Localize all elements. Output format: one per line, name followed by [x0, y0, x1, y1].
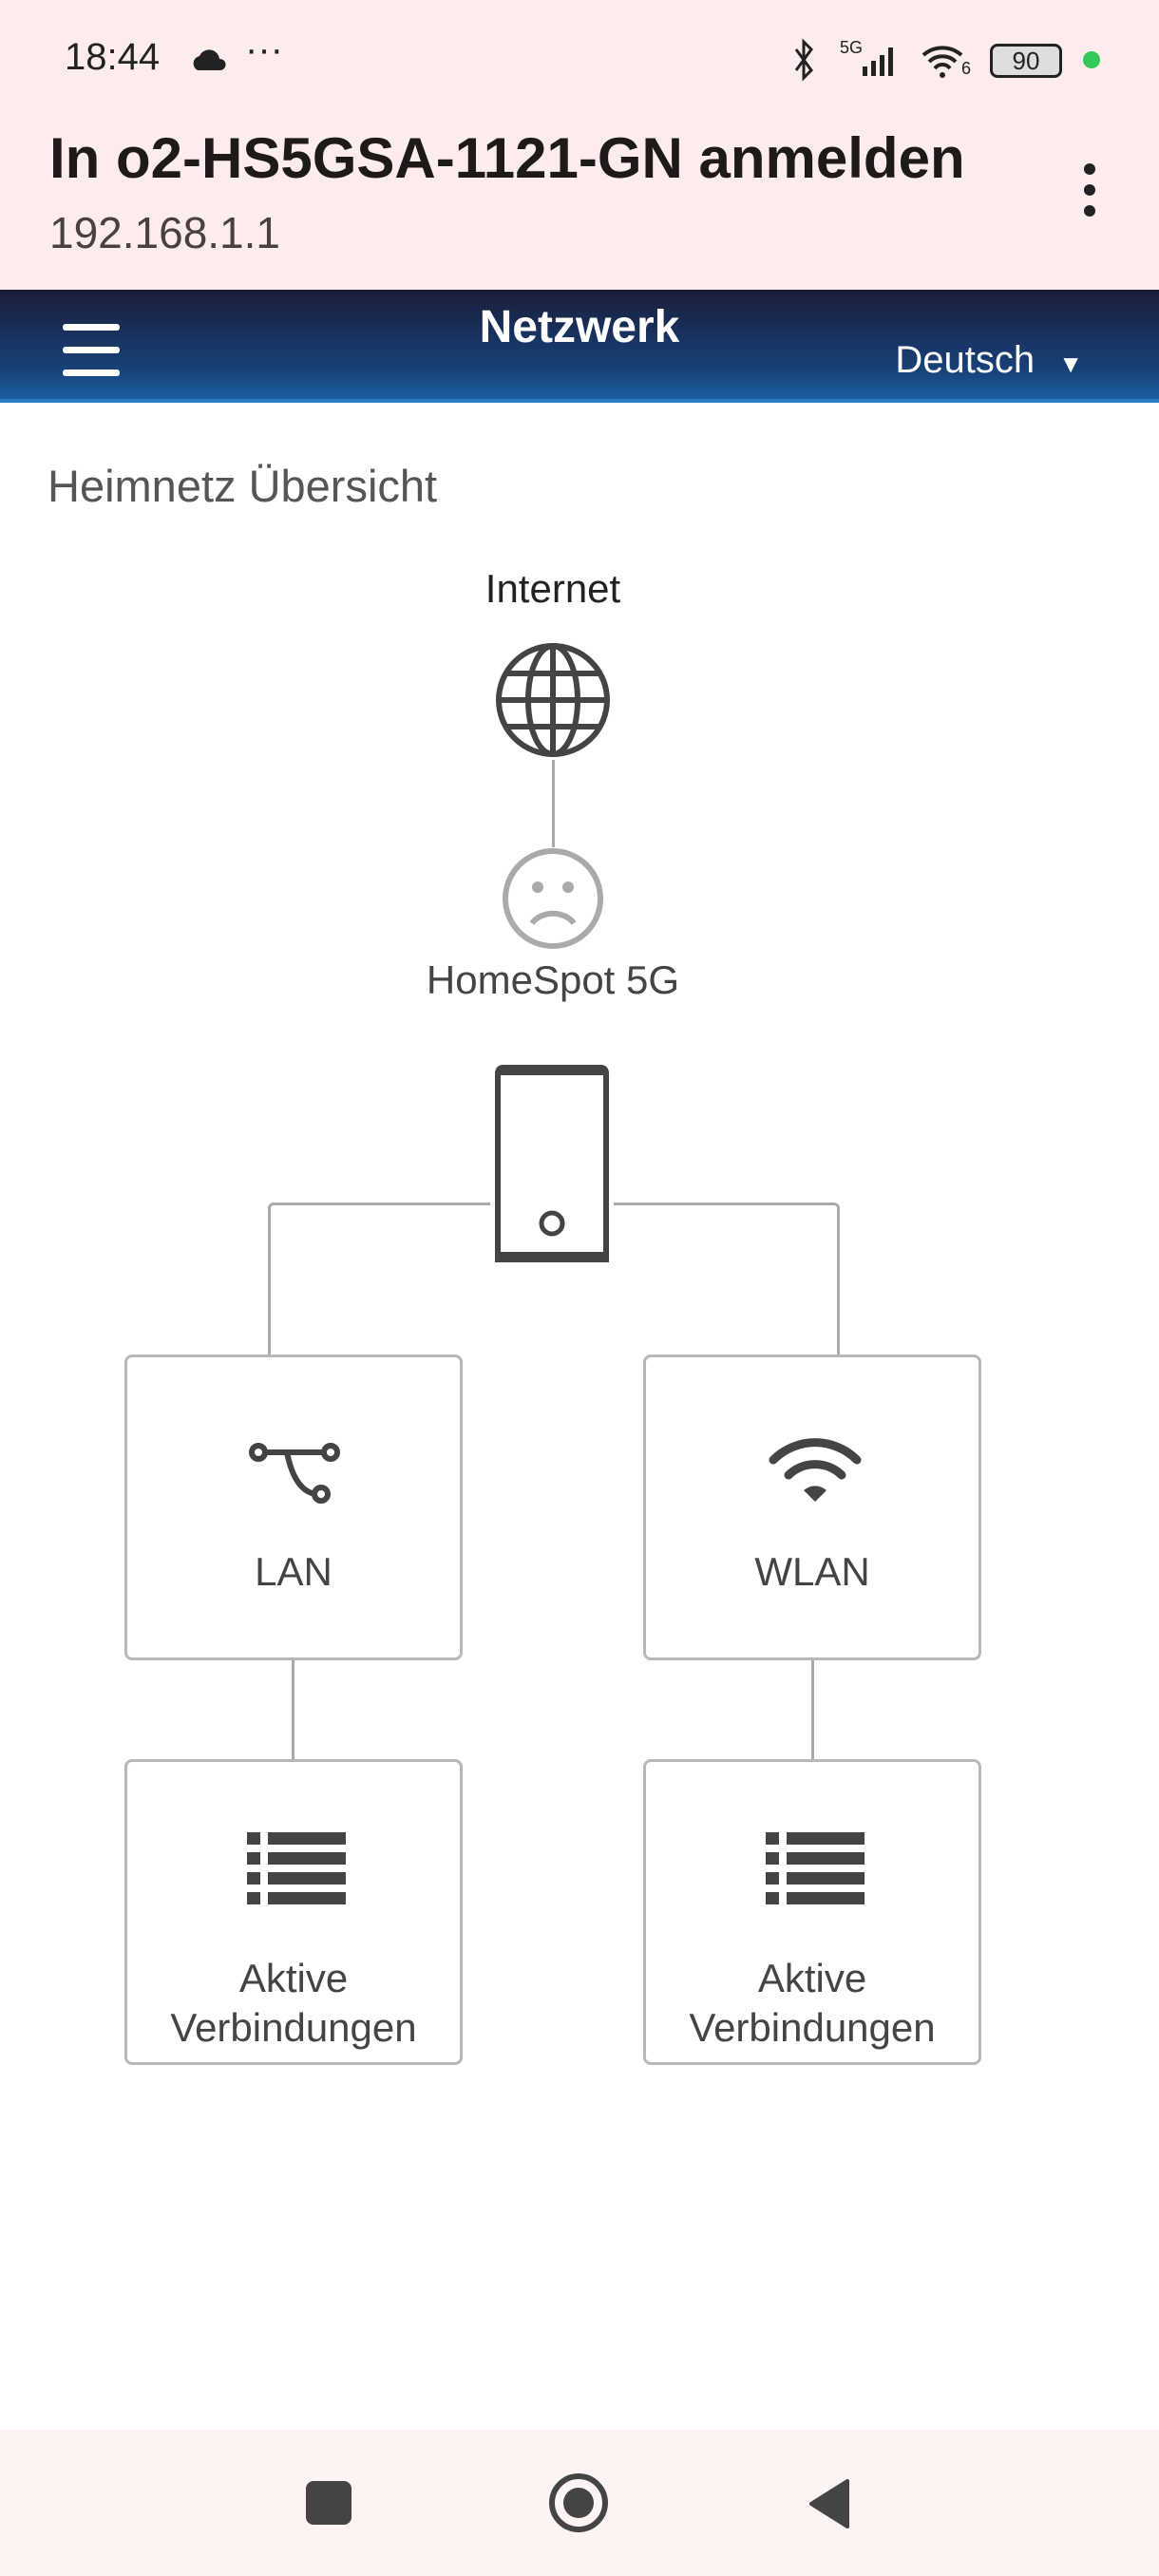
network-type: 5G [840, 38, 864, 57]
wlan-connections-line2: Verbindungen [689, 2005, 936, 2050]
system-nav-bar [0, 2430, 1159, 2576]
wifi-icon [769, 1438, 862, 1502]
wlan-tile[interactable]: WLAN [643, 1354, 981, 1660]
router-icon[interactable] [490, 1064, 614, 1269]
overflow-menu-icon[interactable] [1075, 160, 1104, 226]
sad-face-icon [503, 848, 603, 949]
globe-icon[interactable] [494, 641, 612, 759]
wifi-badge: 6 [961, 59, 972, 78]
signal-icon [863, 47, 893, 76]
lan-connections-line1: Aktive [238, 1956, 349, 2000]
connector-line [552, 760, 555, 847]
language-value: Deutsch [895, 339, 1036, 381]
bluetooth-icon [794, 38, 813, 82]
section-heading: Heimnetz Übersicht [48, 461, 438, 511]
wifi-icon [922, 46, 963, 78]
dropdown-caret-icon: ▼ [1058, 350, 1083, 378]
cloud-icon [193, 49, 226, 70]
internet-label: Internet [484, 566, 621, 611]
device-label: HomeSpot 5G [426, 957, 680, 1002]
app-navbar: Netzwerk Deutsch ▼ [0, 290, 1159, 403]
browser-header: 18:44 ··· 5G 6 90 In o2-HS5GSA-1121-GN a… [0, 0, 1159, 290]
more-notifications-icon: ··· [245, 28, 283, 70]
wlan-label: WLAN [754, 1549, 870, 1594]
lan-tile[interactable]: LAN [124, 1354, 463, 1660]
lan-connections-line2: Verbindungen [170, 2005, 417, 2050]
language-select[interactable]: Deutsch ▼ [895, 339, 1083, 382]
list-icon [247, 1832, 346, 1904]
lan-label: LAN [255, 1549, 332, 1594]
lan-active-connections-tile[interactable]: Aktive Verbindungen [124, 1759, 463, 2065]
hamburger-menu-icon[interactable] [63, 324, 120, 392]
battery-indicator: 90 [990, 44, 1062, 78]
status-time: 18:44 [65, 36, 161, 78]
lan-network-icon [249, 1443, 340, 1504]
connector-line [811, 1660, 814, 1759]
list-icon [766, 1832, 864, 1904]
back-button[interactable] [806, 2477, 853, 2530]
page-url[interactable]: 192.168.1.1 [49, 208, 281, 257]
page-title: In o2-HS5GSA-1121-GN anmelden [49, 126, 965, 190]
wlan-connections-line1: Aktive [757, 1956, 867, 2000]
nav-title: Netzwerk [479, 302, 680, 352]
home-button[interactable] [547, 2472, 610, 2534]
recents-button[interactable] [306, 2481, 352, 2525]
privacy-dot [1083, 51, 1100, 68]
wlan-active-connections-tile[interactable]: Aktive Verbindungen [643, 1759, 981, 2065]
connector-line [292, 1660, 294, 1759]
